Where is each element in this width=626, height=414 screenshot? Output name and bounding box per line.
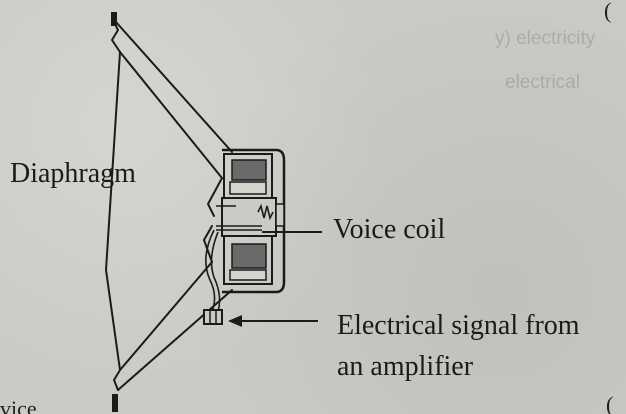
suspension-bottom (112, 394, 118, 412)
signal-wires (205, 229, 221, 313)
edge-mark-bottom-right: ( (606, 392, 614, 414)
signal-label-line1: Electrical signal from (337, 310, 580, 341)
terminal-block (203, 309, 223, 325)
speaker-cone (105, 13, 233, 391)
voice-coil (216, 203, 274, 231)
suspension-top (111, 12, 117, 26)
signal-arrow (228, 315, 318, 327)
bleed-through-text: y) electricity (495, 28, 596, 49)
bleed-through-text: electrical (505, 72, 580, 93)
signal-label-line2: an amplifier (337, 351, 474, 382)
voice-coil-label: Voice coil (333, 214, 446, 245)
diaphragm-label: Diaphragm (10, 158, 136, 189)
edge-mark-top-right: ( (604, 0, 612, 23)
magnet-housing (221, 148, 286, 294)
edge-mark-bottom-left: vice (0, 396, 37, 414)
